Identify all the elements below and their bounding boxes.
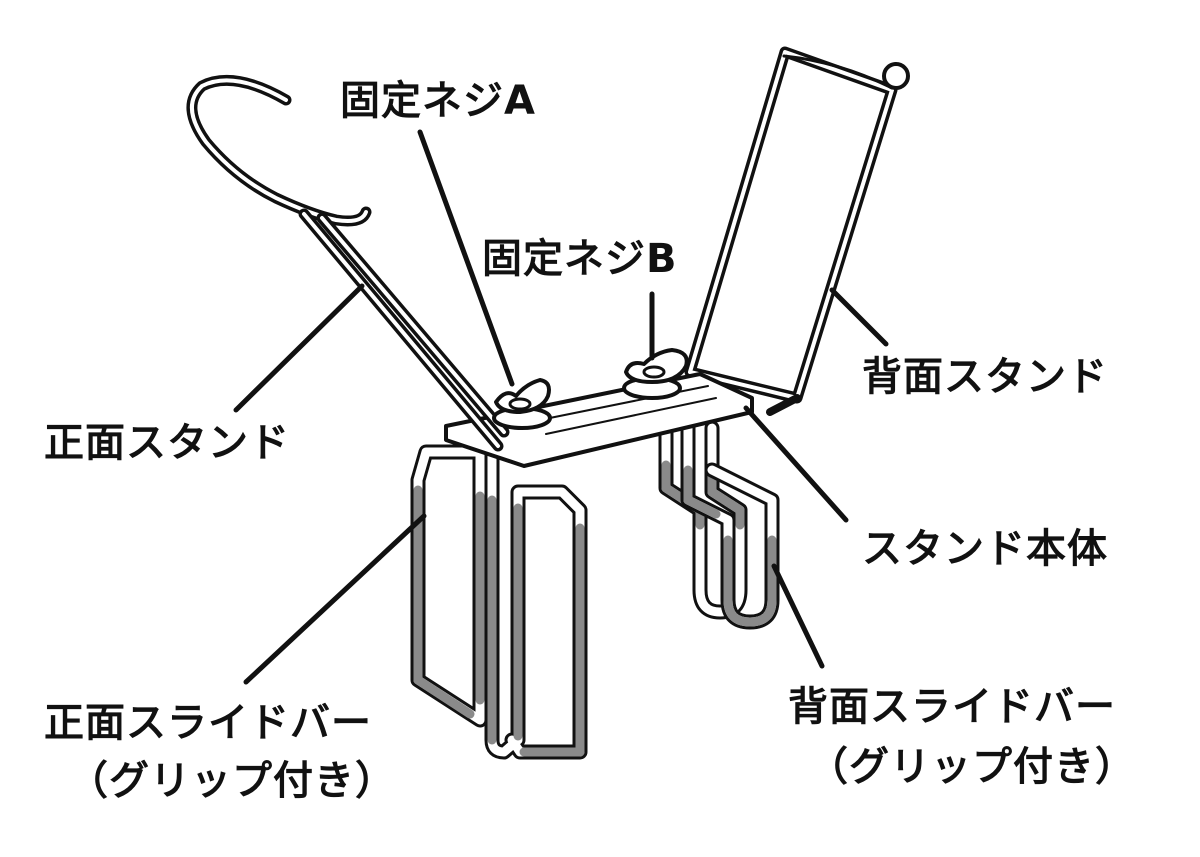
leader-front-stand [233,283,365,413]
label-back-slide-bar: 背面スライドバー [788,684,1116,730]
front-slide-bar-left [410,444,488,728]
label-fixing-screw-b: 固定ネジB [482,236,678,282]
label-back-slide-bar-grip: （グリップ付き） [808,744,1136,790]
label-back-stand: 背面スタンド [862,354,1108,400]
label-front-slide-bar-grip: （グリップ付き） [68,758,396,804]
label-front-slide-bar: 正面スライドバー [44,700,372,746]
back-slide-bar-right [680,420,780,630]
label-stand-body: スタンド本体 [862,526,1108,572]
leader-screw-a [417,129,515,387]
fixing-screw-b [622,348,689,400]
fixing-screw-a [492,378,552,430]
leader-back-slide-bar [771,563,825,669]
front-stand-frame [186,75,510,452]
leader-stand-body [743,405,849,523]
front-slide-bar-right [484,444,588,760]
leader-lines [233,129,889,685]
leader-front-slide-bar [243,513,427,685]
label-front-stand: 正面スタンド [44,420,290,466]
leader-back-stand [829,287,889,347]
label-fixing-screw-a: 固定ネジA [340,78,536,124]
back-stand-frame [684,46,910,416]
back-slide-bar-left [658,420,748,620]
